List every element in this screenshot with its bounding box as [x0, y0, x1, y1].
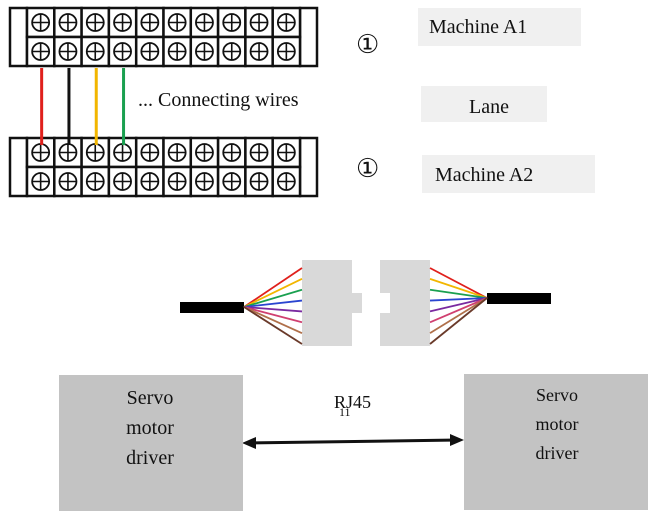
terminal-bottom-cap-right: [298, 136, 319, 198]
rj45-fan-wire-right: [429, 278, 488, 299]
rj45-fan-wire-left: [243, 306, 303, 334]
machine-a2-label: Machine A2: [435, 164, 534, 186]
rj45-fan-wire-right: [429, 297, 488, 334]
servo-driver-right-line1: Servo: [536, 385, 578, 405]
servo-driver-right: [464, 374, 648, 510]
servo-driver-right-label: Servo motor driver: [502, 381, 612, 468]
connecting-wires-label: ... Connecting wires: [138, 89, 299, 111]
terminal-block-bottom: [8, 136, 319, 198]
servo-driver-left-line1: Servo: [126, 387, 174, 409]
servo-driver-right-line3: driver: [535, 443, 579, 463]
rj45-fan-wire-right: [429, 267, 488, 299]
rj45-fan-wire-left: [243, 288, 303, 308]
rj45-fan-wire-right: [429, 288, 488, 299]
circle-marker-bottom: ①: [356, 154, 380, 184]
machine-a1-label: Machine A1: [429, 16, 528, 38]
rj45-connector: [180, 260, 551, 346]
circle-marker-top: ①: [356, 30, 380, 60]
rj45-fan-wire-right: [429, 297, 488, 313]
machine-a2-box: [422, 155, 595, 193]
rj45-sub-label: 11: [339, 405, 351, 419]
arrow-head-left: [242, 437, 256, 449]
servo-driver-right-line2: motor: [535, 414, 579, 434]
cable-left: [180, 302, 244, 313]
terminal-block-top: [8, 6, 319, 68]
terminal-top-cap-left: [8, 6, 29, 68]
lane-label: Lane: [469, 96, 509, 118]
rj45-fan-wire-left: [243, 306, 303, 313]
connecting-wires: [40, 68, 126, 145]
rj45-label: RJ45: [334, 392, 372, 412]
lane-box: [421, 86, 547, 122]
terminal-bottom-cap-left: [8, 136, 29, 198]
terminal-top-cap-right: [298, 6, 319, 68]
rj45-fan-wire-right: [429, 297, 488, 324]
rj45-fan-wire-left: [243, 299, 303, 308]
rj45-link-arrow: [247, 438, 459, 445]
plug-left: [302, 260, 362, 346]
servo-driver-left-line3: driver: [126, 447, 174, 469]
rj45-fan-wire-left: [243, 278, 303, 308]
rj45-fan-wire-left: [243, 306, 303, 324]
rj45-fan-wire-left: [243, 267, 303, 308]
servo-driver-left-line2: motor: [126, 417, 174, 439]
rj45-fan-wire-right: [429, 297, 488, 345]
rj45-fan-wire-left: [243, 306, 303, 345]
servo-driver-left-label: Servo motor driver: [95, 383, 205, 473]
cable-right: [487, 293, 551, 304]
plug-right: [380, 260, 430, 346]
arrow-head-right: [450, 434, 464, 446]
servo-driver-left: [59, 375, 243, 511]
machine-a1-box: [418, 8, 581, 46]
rj45-fan-wire-right: [429, 297, 488, 302]
